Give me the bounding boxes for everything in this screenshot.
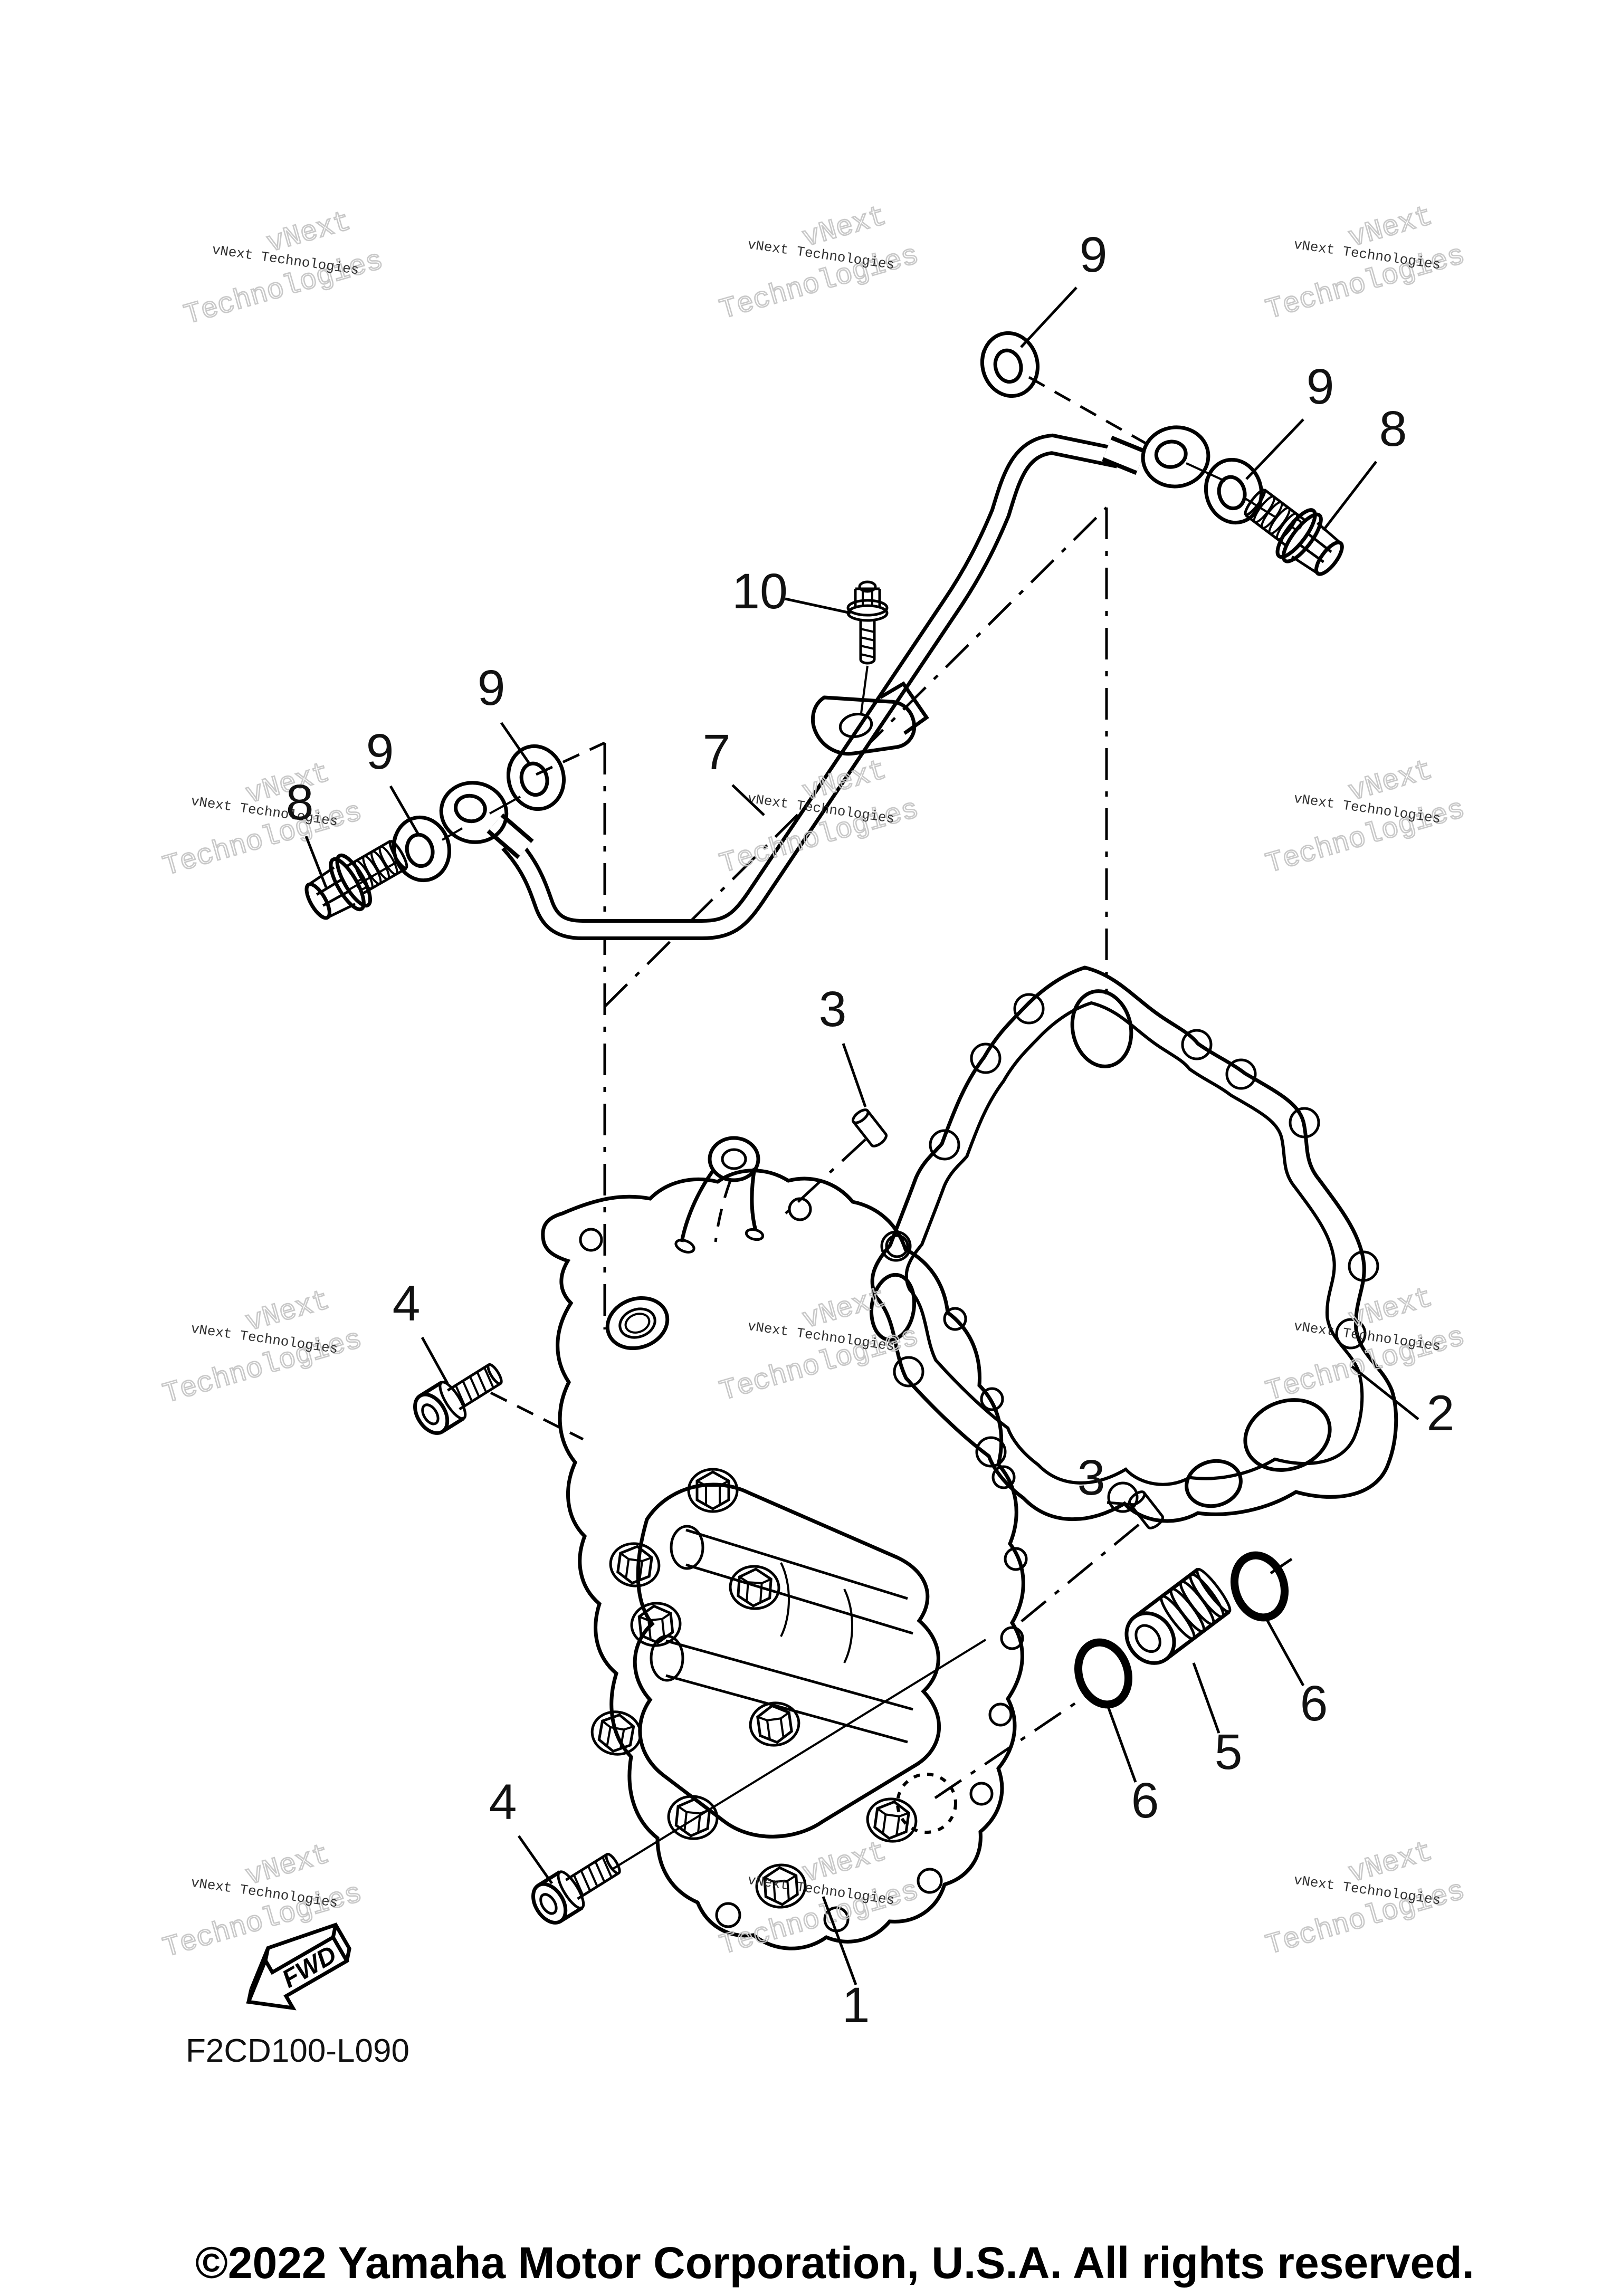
washer-right — [1199, 454, 1268, 529]
axis-dowel-upper — [779, 1139, 866, 1220]
callout-6-right: 6 — [1300, 1676, 1328, 1731]
axis-washer-banjo-top — [1028, 376, 1154, 449]
axis-bolt4-upper — [490, 1391, 584, 1441]
callout-numbers: 9 9 8 10 9 9 8 7 3 4 2 3 6 5 6 4 1 — [286, 227, 1455, 2033]
oil-pipe — [435, 423, 1212, 940]
axis-dowel-lower — [1017, 1524, 1140, 1625]
callout-10: 10 — [732, 563, 788, 619]
part-code: F2CD100-L090 — [186, 2033, 409, 2069]
washer-mid — [501, 740, 570, 815]
callout-9-mid-left: 9 — [366, 724, 394, 780]
union-bolt-right — [1235, 477, 1352, 586]
callout-4-lower: 4 — [489, 1774, 517, 1830]
callout-4-upper: 4 — [393, 1276, 421, 1332]
pipe-bracket — [811, 681, 929, 756]
copyright-line: ©2022 Yamaha Motor Corporation, U.S.A. A… — [195, 2238, 1474, 2288]
pump-cover-outline — [541, 1169, 1025, 1950]
callout-1: 1 — [842, 1977, 870, 2033]
axis-transfer-left — [535, 741, 606, 776]
fwd-label: FWD — [278, 1940, 341, 1994]
pump-holder-fork — [674, 1136, 765, 1254]
callout-8-left: 8 — [286, 774, 314, 830]
oil-pump-assembly — [541, 1136, 1028, 1950]
pipe-banjo-right — [1139, 423, 1212, 491]
callout-2: 2 — [1427, 1385, 1455, 1441]
washer-top — [975, 327, 1044, 402]
union-bolt-left — [298, 828, 416, 930]
o-ring-left — [1071, 1636, 1137, 1711]
callout-3-lower: 3 — [1078, 1450, 1105, 1506]
axis-fitting — [934, 1693, 1089, 1800]
gasket-bolt-holes — [880, 993, 1379, 1513]
socket-bolt-lower — [527, 1844, 627, 1929]
callout-9-right: 9 — [1307, 359, 1334, 415]
dowel-pin-upper — [851, 1107, 888, 1149]
socket-bolt-upper — [408, 1354, 509, 1439]
callout-5: 5 — [1215, 1724, 1243, 1780]
callout-6-left: 6 — [1131, 1773, 1159, 1829]
pipe-inner — [504, 437, 1120, 936]
strainer-fitting — [1124, 1567, 1232, 1665]
pump-inlet-boss — [605, 1296, 670, 1351]
callout-leaders — [304, 286, 1419, 1985]
pipe-outline — [501, 433, 1121, 940]
pump-gear-housing — [633, 1482, 941, 1839]
gasket-passage-holes — [869, 989, 1332, 1508]
construction-lines — [348, 376, 1293, 1870]
gasket — [869, 965, 1398, 1523]
callout-9-top: 9 — [1080, 227, 1108, 283]
callout-7: 7 — [703, 724, 731, 780]
pump-hidden-port — [896, 1773, 957, 1834]
axis-diagonal-transfer — [604, 506, 1108, 1008]
callout-3-upper: 3 — [819, 981, 847, 1037]
axis-bolt10 — [860, 665, 869, 714]
axis-fitting-outer — [1270, 1557, 1293, 1575]
bracket-bolt — [848, 582, 887, 663]
callout-9-mid: 9 — [478, 660, 506, 716]
callout-8-right: 8 — [1379, 401, 1407, 457]
o-ring-right — [1227, 1549, 1293, 1624]
pump-cover-holes — [579, 1197, 1028, 1933]
